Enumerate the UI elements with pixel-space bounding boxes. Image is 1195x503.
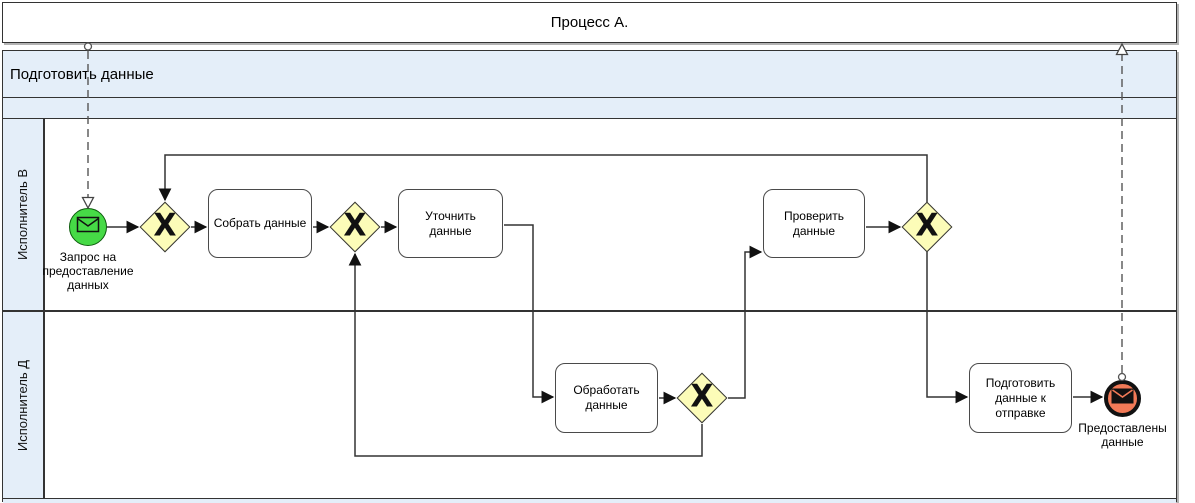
start-event-message[interactable] xyxy=(69,208,107,246)
task-process-data-label: Обработать данные xyxy=(573,383,640,412)
pool-subheader-band xyxy=(3,98,1176,119)
lane-executor-d-label: Исполнитель Д xyxy=(15,359,31,451)
gateway-3-exclusive[interactable]: X xyxy=(901,201,953,253)
gateway-1-x-marker: X xyxy=(153,207,177,244)
lane-executor-d-header: Исполнитель Д xyxy=(3,312,45,498)
task-prepare-data-label: Подготовить данные к отправке xyxy=(985,375,1056,420)
lane-executor-b-header: Исполнитель В xyxy=(3,119,45,310)
pool: Подготовить данные Исполнитель В Исполни… xyxy=(2,50,1177,503)
task-collect-data-label: Собрать данные xyxy=(213,216,307,230)
task-check-data-label: Проверить данные xyxy=(783,208,844,238)
gateway-3-x-marker: X xyxy=(915,207,939,244)
process-title: Процесс А. xyxy=(550,14,629,31)
lane-executor-b-label: Исполнитель В xyxy=(15,168,31,261)
pool-title: Подготовить данные xyxy=(10,65,154,83)
task-clarify-data[interactable]: Уточнить данные xyxy=(398,189,503,258)
message-icon xyxy=(1111,388,1134,409)
task-process-data[interactable]: Обработать данные xyxy=(555,363,658,433)
process-title-band: Процесс А. xyxy=(2,2,1177,43)
end-event-label: Предоставлены данные xyxy=(1078,421,1167,449)
message-flow-incoming-source-dot xyxy=(83,42,93,51)
gateway-1-exclusive[interactable]: X xyxy=(139,201,191,253)
task-clarify-data-label: Уточнить данные xyxy=(425,208,476,238)
task-check-data[interactable]: Проверить данные xyxy=(763,189,865,258)
end-event-message[interactable] xyxy=(1104,380,1141,417)
task-collect-data[interactable]: Собрать данные xyxy=(208,189,312,258)
gateway-2-x-marker: X xyxy=(343,207,367,244)
task-prepare-data-for-sending[interactable]: Подготовить данные к отправке xyxy=(969,363,1072,433)
pool-footer-band xyxy=(3,498,1176,503)
start-event-label: Запрос на предоставление данных xyxy=(42,250,134,292)
gateway-4-exclusive[interactable]: X xyxy=(676,372,728,424)
pool-header: Подготовить данные xyxy=(3,51,1176,98)
message-icon xyxy=(76,216,100,238)
gateway-2-exclusive[interactable]: X xyxy=(329,201,381,253)
gateway-4-x-marker: X xyxy=(690,378,714,415)
